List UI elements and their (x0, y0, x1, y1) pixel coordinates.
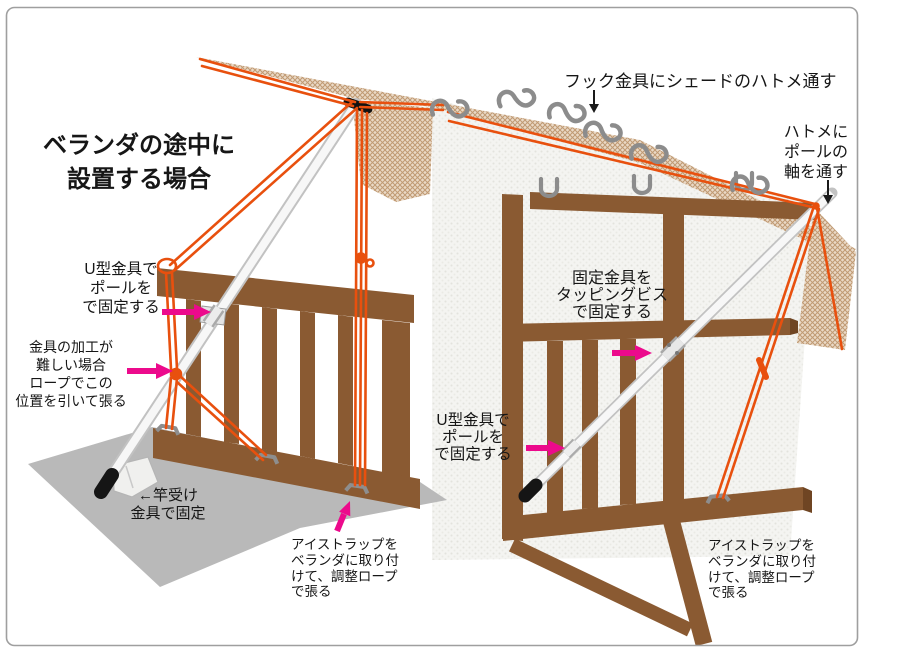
label-u-bracket-left: U型金具で ポールを で固定する (82, 261, 160, 316)
label-fixing-bracket: 固定金具を タッピングビス で固定する (555, 270, 668, 321)
fence-leg (659, 505, 713, 647)
right-pole (518, 187, 838, 503)
label-u-bracket-right: U型金具で ポールを で固定する (434, 412, 512, 463)
arrow-u-bracket-left (162, 304, 211, 320)
rope-adjuster (756, 357, 769, 380)
fence-bottom-rail-end (803, 487, 812, 513)
shade-canopy (196, 57, 856, 350)
fence-slat (186, 299, 201, 437)
black-arrows (589, 90, 833, 204)
fence-slat (224, 303, 239, 444)
fence-top-rail (157, 268, 414, 323)
s-hook-icon (548, 99, 587, 127)
arrow-hatome (823, 180, 833, 204)
left-fence (153, 268, 420, 509)
fence-slat (262, 307, 277, 452)
label-eye-strap-right: アイストラップを ベランダに取り付 けて、調整ロープ で張る (708, 538, 816, 601)
rope-knot (355, 252, 367, 264)
fence-post (663, 206, 684, 512)
fence-slat (547, 341, 563, 513)
arrow-hook-top (589, 90, 599, 113)
fence-bottom-rail (153, 428, 420, 509)
arrow-eye-strap-left (334, 501, 351, 533)
canvas-border (5, 6, 859, 647)
arrow-fixing-bracket (612, 345, 652, 361)
pole-end-cap (94, 468, 119, 499)
arrow-rope-position (127, 363, 173, 379)
page-title: ベランダの途中に 設置する場合 (43, 132, 235, 193)
s-hook-icon (498, 88, 535, 110)
fence-slat (620, 339, 636, 505)
pole-end-cap (518, 478, 543, 503)
fence-post (502, 194, 523, 541)
arrow-u-bracket-right (526, 440, 565, 456)
label-hook-bracket: フック金具にシェードのハトメ通す (564, 72, 837, 91)
pointer-arrows (127, 304, 652, 533)
label-rope-position: 金具の加工が 難しい場合 ロープでこの 位置を引いて張る (15, 339, 127, 409)
fence-post (382, 320, 410, 505)
fence-top-rail (530, 192, 816, 220)
fence-leg (508, 538, 694, 637)
shade-right-panel (797, 207, 856, 350)
label-eye-strap-left: アイストラップを ベランダに取り付 けて、調整ロープ で張る (291, 537, 399, 600)
label-pole-holder: ←竿受け 金具で固定 (130, 487, 206, 522)
fence-slat (338, 315, 353, 466)
shade-left-panel (352, 100, 433, 202)
fence-mid-rail (502, 318, 790, 342)
left-pole (94, 97, 373, 499)
fence-mid-rail-end (790, 318, 798, 335)
label-grommet-pole: ハトメに ポールの 軸を通す (783, 124, 849, 181)
fence-slat (300, 311, 315, 459)
